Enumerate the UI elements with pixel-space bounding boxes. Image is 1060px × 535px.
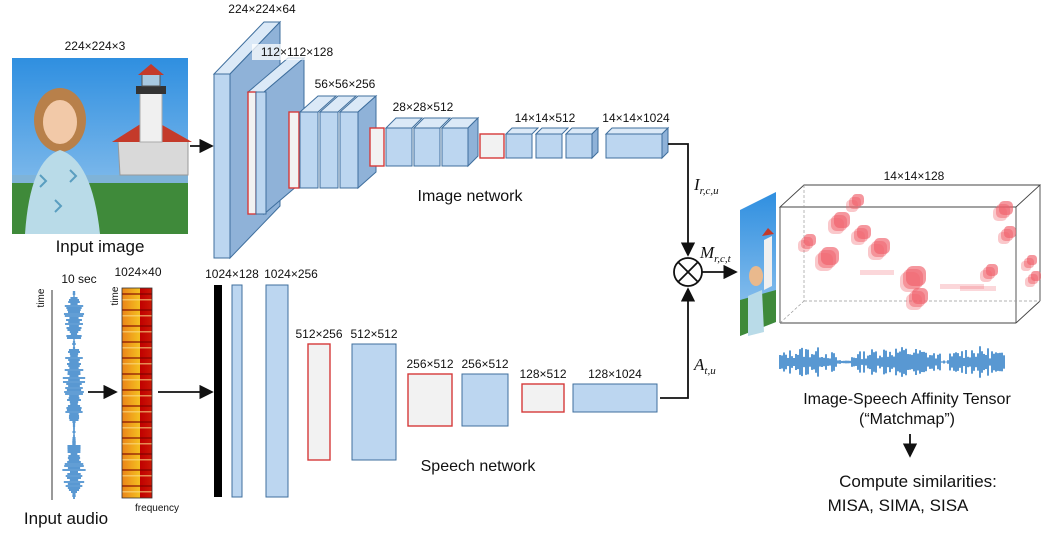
matchmap-subscript: r,c,t bbox=[714, 253, 731, 265]
activation-blob bbox=[852, 194, 864, 206]
input-photo bbox=[12, 58, 192, 234]
spec-time-axis: time bbox=[110, 286, 121, 305]
input-image-caption: Input image bbox=[56, 237, 145, 256]
image-output-label: Ir,c,u bbox=[693, 175, 719, 197]
activation-blob bbox=[1004, 226, 1016, 238]
activation-blob bbox=[874, 238, 890, 254]
image-network-caption: Image network bbox=[418, 188, 524, 205]
spec-frequency-axis: frequency bbox=[135, 503, 179, 514]
activation-blob bbox=[986, 264, 998, 276]
speech-layer-dim-3: 512×256 bbox=[295, 327, 342, 341]
activation-streak bbox=[960, 286, 996, 291]
input-waveform bbox=[62, 291, 86, 499]
speech-layer-dim-4: 512×512 bbox=[350, 327, 397, 341]
wave-time-axis: time bbox=[36, 288, 47, 307]
compute-similarities-label: Compute similarities: bbox=[839, 472, 997, 491]
activation-blob bbox=[912, 288, 928, 304]
activation-blob bbox=[999, 201, 1013, 215]
image-layer-dim-2: 112×112×128 bbox=[261, 45, 334, 59]
image-layer-dim-5: 14×14×512 bbox=[515, 111, 576, 125]
matchmap-image-thumbnail bbox=[740, 192, 776, 336]
activation-blob bbox=[834, 212, 850, 228]
similarity-methods: MISA, SIMA, SISA bbox=[828, 496, 969, 515]
speech-layer-dim-6: 256×512 bbox=[461, 357, 508, 371]
speech-conv-stack bbox=[214, 284, 658, 498]
speech-layer-dim-8: 128×1024 bbox=[588, 367, 642, 381]
speech-output-subscript: t,u bbox=[704, 365, 716, 377]
speech-output-arrow bbox=[660, 287, 696, 399]
image-layer-dim-6: 14×14×1024 bbox=[602, 111, 670, 125]
input-image-dims: 224×224×3 bbox=[65, 39, 126, 53]
activation-blob bbox=[804, 234, 816, 246]
activation-blob bbox=[821, 247, 839, 265]
matchmap-title: Image-Speech Affinity Tensor bbox=[803, 391, 1011, 408]
image-output-subscript: r,c,u bbox=[700, 185, 719, 197]
image-layer-dim-3: 56×56×256 bbox=[315, 77, 376, 91]
speech-output-label: At,u bbox=[693, 355, 716, 377]
spectrogram-dims: 1024×40 bbox=[114, 265, 161, 279]
speech-output-symbol: A bbox=[693, 355, 705, 374]
activation-blob bbox=[857, 225, 871, 239]
image-layer-dim-4: 28×28×512 bbox=[393, 100, 454, 114]
matchmap-dims: 14×14×128 bbox=[884, 169, 945, 183]
matchmap-symbol: M bbox=[699, 243, 715, 262]
image-layer-dim-1: 224×224×64 bbox=[228, 2, 296, 16]
speech-network-caption: Speech network bbox=[421, 458, 537, 475]
input-spectrogram bbox=[121, 287, 153, 499]
speech-layer-dim-2: 1024×256 bbox=[264, 267, 318, 281]
matchmap-symbol-label: Mr,c,t bbox=[699, 243, 732, 265]
input-audio-caption: Input audio bbox=[24, 509, 108, 528]
activation-blob bbox=[906, 266, 926, 286]
wave-duration-label: 10 sec bbox=[61, 272, 96, 286]
matchmap-waveform bbox=[779, 346, 1005, 378]
image-output-arrow bbox=[668, 143, 696, 257]
activation-streak bbox=[860, 270, 894, 275]
speech-layer-dim-1: 1024×128 bbox=[205, 267, 259, 281]
speech-layer-dim-5: 256×512 bbox=[406, 357, 453, 371]
speech-layer-dim-7: 128×512 bbox=[519, 367, 566, 381]
activation-blob bbox=[1027, 255, 1037, 265]
image-output-symbol: I bbox=[693, 175, 701, 194]
activation-blob bbox=[1031, 271, 1041, 281]
product-operator bbox=[673, 257, 703, 287]
activation-streak bbox=[940, 284, 984, 289]
matchmap-subtitle: (“Matchmap”) bbox=[859, 411, 955, 428]
matchmap-activations bbox=[798, 194, 1041, 310]
